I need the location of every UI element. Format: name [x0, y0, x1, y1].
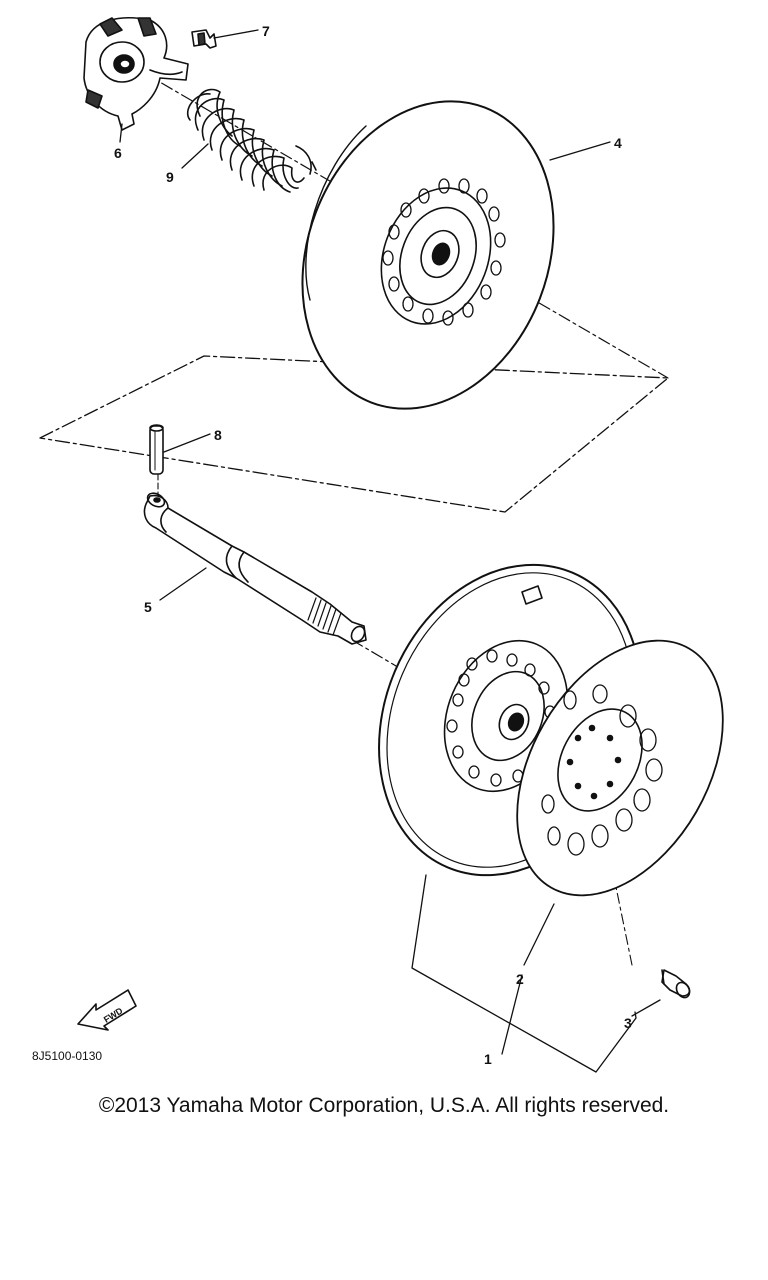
cover-bolt	[661, 969, 691, 999]
label-part-9: 9	[166, 169, 174, 185]
exploded-parts-diagram: 7 6 9 4 8 5 2 3 1 FWD 8J5100-0130	[32, 17, 724, 1073]
shaft-splines	[307, 597, 342, 636]
fixed-sheave	[301, 100, 555, 410]
primary-shaft	[143, 492, 367, 645]
cover-plate	[516, 639, 724, 897]
fixed-sheave-holes	[382, 178, 506, 326]
cover-plate-holes	[541, 684, 663, 856]
cover-plate-bolt-holes	[566, 724, 622, 800]
dowel-pin	[149, 424, 164, 475]
label-part-8: 8	[214, 427, 222, 443]
coil-spring	[186, 88, 317, 193]
spider-housing	[83, 17, 189, 131]
fwd-arrow-icon: FWD	[77, 989, 137, 1031]
copyright-notice: ©2013 Yamaha Motor Corporation, U.S.A. A…	[98, 1094, 670, 1117]
label-part-5: 5	[144, 599, 152, 615]
assembly-outline-lower	[411, 874, 637, 1073]
label-part-4: 4	[614, 135, 622, 151]
label-part-6: 6	[114, 145, 122, 161]
label-part-1: 1	[484, 1051, 492, 1067]
drawing-code: 8J5100-0130	[32, 1049, 102, 1063]
label-part-3: 3	[624, 1015, 632, 1031]
label-part-7: 7	[262, 23, 270, 39]
label-part-2: 2	[516, 971, 524, 987]
leader-lines	[119, 29, 661, 1055]
weight-bolt	[191, 29, 217, 49]
